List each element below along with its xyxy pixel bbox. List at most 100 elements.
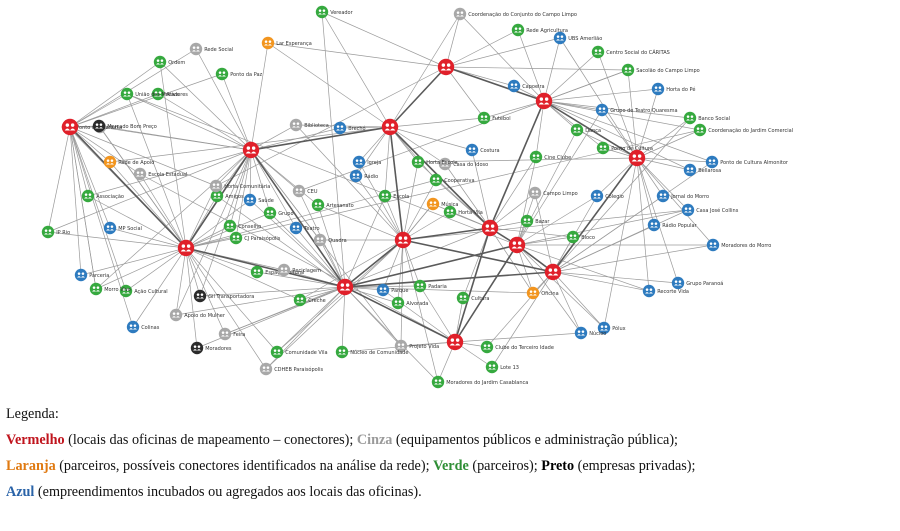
node-label: Moradores [205,346,232,352]
network-edge [355,175,404,241]
network-edge [250,149,319,206]
network-edge [636,157,689,211]
hub-edge [402,227,491,241]
network-node: Bazar [520,214,550,228]
network-node: Amigos [210,189,244,203]
gray-node-circle [209,179,223,193]
network-edge [636,157,691,171]
network-edge [185,247,198,349]
node-label: Amigos [225,194,244,200]
network-edge [552,224,655,273]
network-edge [596,157,638,197]
node-label: Lote 13 [500,365,519,371]
network-edge [552,117,691,273]
network-edge [185,247,278,353]
network-node: Grupo [263,206,294,220]
node-label: Música [441,201,458,208]
network-edge [445,13,461,68]
blue-node-circle [651,82,665,96]
network-edge [489,227,534,294]
network-edge [199,286,346,297]
network-edge [402,209,689,241]
green-node-circle [223,219,237,233]
network-edge [69,126,217,187]
network-edge [543,100,604,149]
node-label: Padaria [428,284,447,290]
network-edge [185,247,226,335]
network-edge [341,286,346,353]
network-node: Ponto de Cultura [596,141,653,155]
network-edge [636,129,701,159]
network-edge [125,247,187,292]
network-edge [516,244,582,334]
blue-node-circle [647,218,661,232]
node-label: Bellarosa [698,168,721,174]
network-edge [276,286,346,353]
network-node: Grupo de Teatro Quaresma [595,103,678,117]
network-node: Rede Social [189,42,233,56]
green-node-circle [250,265,264,279]
network-edge [87,195,187,249]
network-edge [250,42,269,151]
node-label: UBS Amerlião [568,36,602,42]
green-node-circle [480,340,494,354]
legend-orange-text: (parceiros, possíveis conectores identif… [55,458,434,474]
node-label: Rádio [364,173,378,180]
blue-node-circle [590,189,604,203]
network-node: Coordenação do Jardim Comercial [693,123,793,137]
network-edge [185,247,301,301]
network-edge [235,149,252,239]
network-edge [384,126,391,197]
network-node: Conselho [223,219,261,233]
network-node: Igreja [352,155,381,169]
network-edge [445,66,485,119]
legend-line-1: Vermelho (locais das oficinas de mapeame… [6,427,894,453]
node-label: Horta Comunitária [224,183,270,190]
node-label: Lar Esperança [276,41,312,47]
blue-node-circle [333,121,347,135]
node-label: Parceria [89,273,109,279]
network-node: Casa José Collins [681,203,739,217]
node-label: Cultura [471,296,489,302]
network-edge [317,204,404,241]
node-label: Rede Social [204,47,233,53]
node-label: Campo Limpo [543,191,578,197]
green-node-circle [683,111,697,125]
network-edge [382,289,456,343]
node-label: Alvorada [406,301,428,307]
orange-node-circle [103,155,117,169]
node-label: Colinas [141,325,160,331]
green-node-circle [591,45,605,59]
orange-node-circle [261,36,275,50]
network-edge [298,100,545,192]
legend-blue-word: Azul [6,484,35,500]
network-edge [185,247,258,273]
network-edge [543,100,603,111]
network-edge [552,271,605,329]
node-label: Creche [308,298,326,304]
blue-node-circle [349,169,363,183]
network-node: Lar Esperança [261,36,312,50]
network-node: Brechó [333,121,366,135]
edges-layer [47,11,714,383]
blue-node-circle [574,326,588,340]
network-node: Grupo Paranoá [671,276,723,290]
hub-node [336,278,354,296]
node-label: Horta do Pé [666,86,695,93]
node-label: Horta Escola [426,160,458,166]
red-node-circle [177,239,195,257]
node-label: IP Rio [56,230,70,236]
node-label: CDHEB Paraisópolis [274,366,323,373]
network-node: UBS Amerlião [553,31,602,45]
network-node: CDHEB Paraisópolis [259,362,324,376]
network-edge [80,247,187,276]
network-edge [250,149,402,347]
network-node: Saúde [243,193,274,207]
node-label: Coordenação do Conjunto do Campo Limpo [468,12,577,18]
network-node: IP Rio [41,225,70,239]
red-node-circle [394,231,412,249]
network-node: Campo Limpo [528,186,578,200]
network-edge [603,157,638,329]
node-label: Centro Social do CÁRITAS [606,49,670,56]
